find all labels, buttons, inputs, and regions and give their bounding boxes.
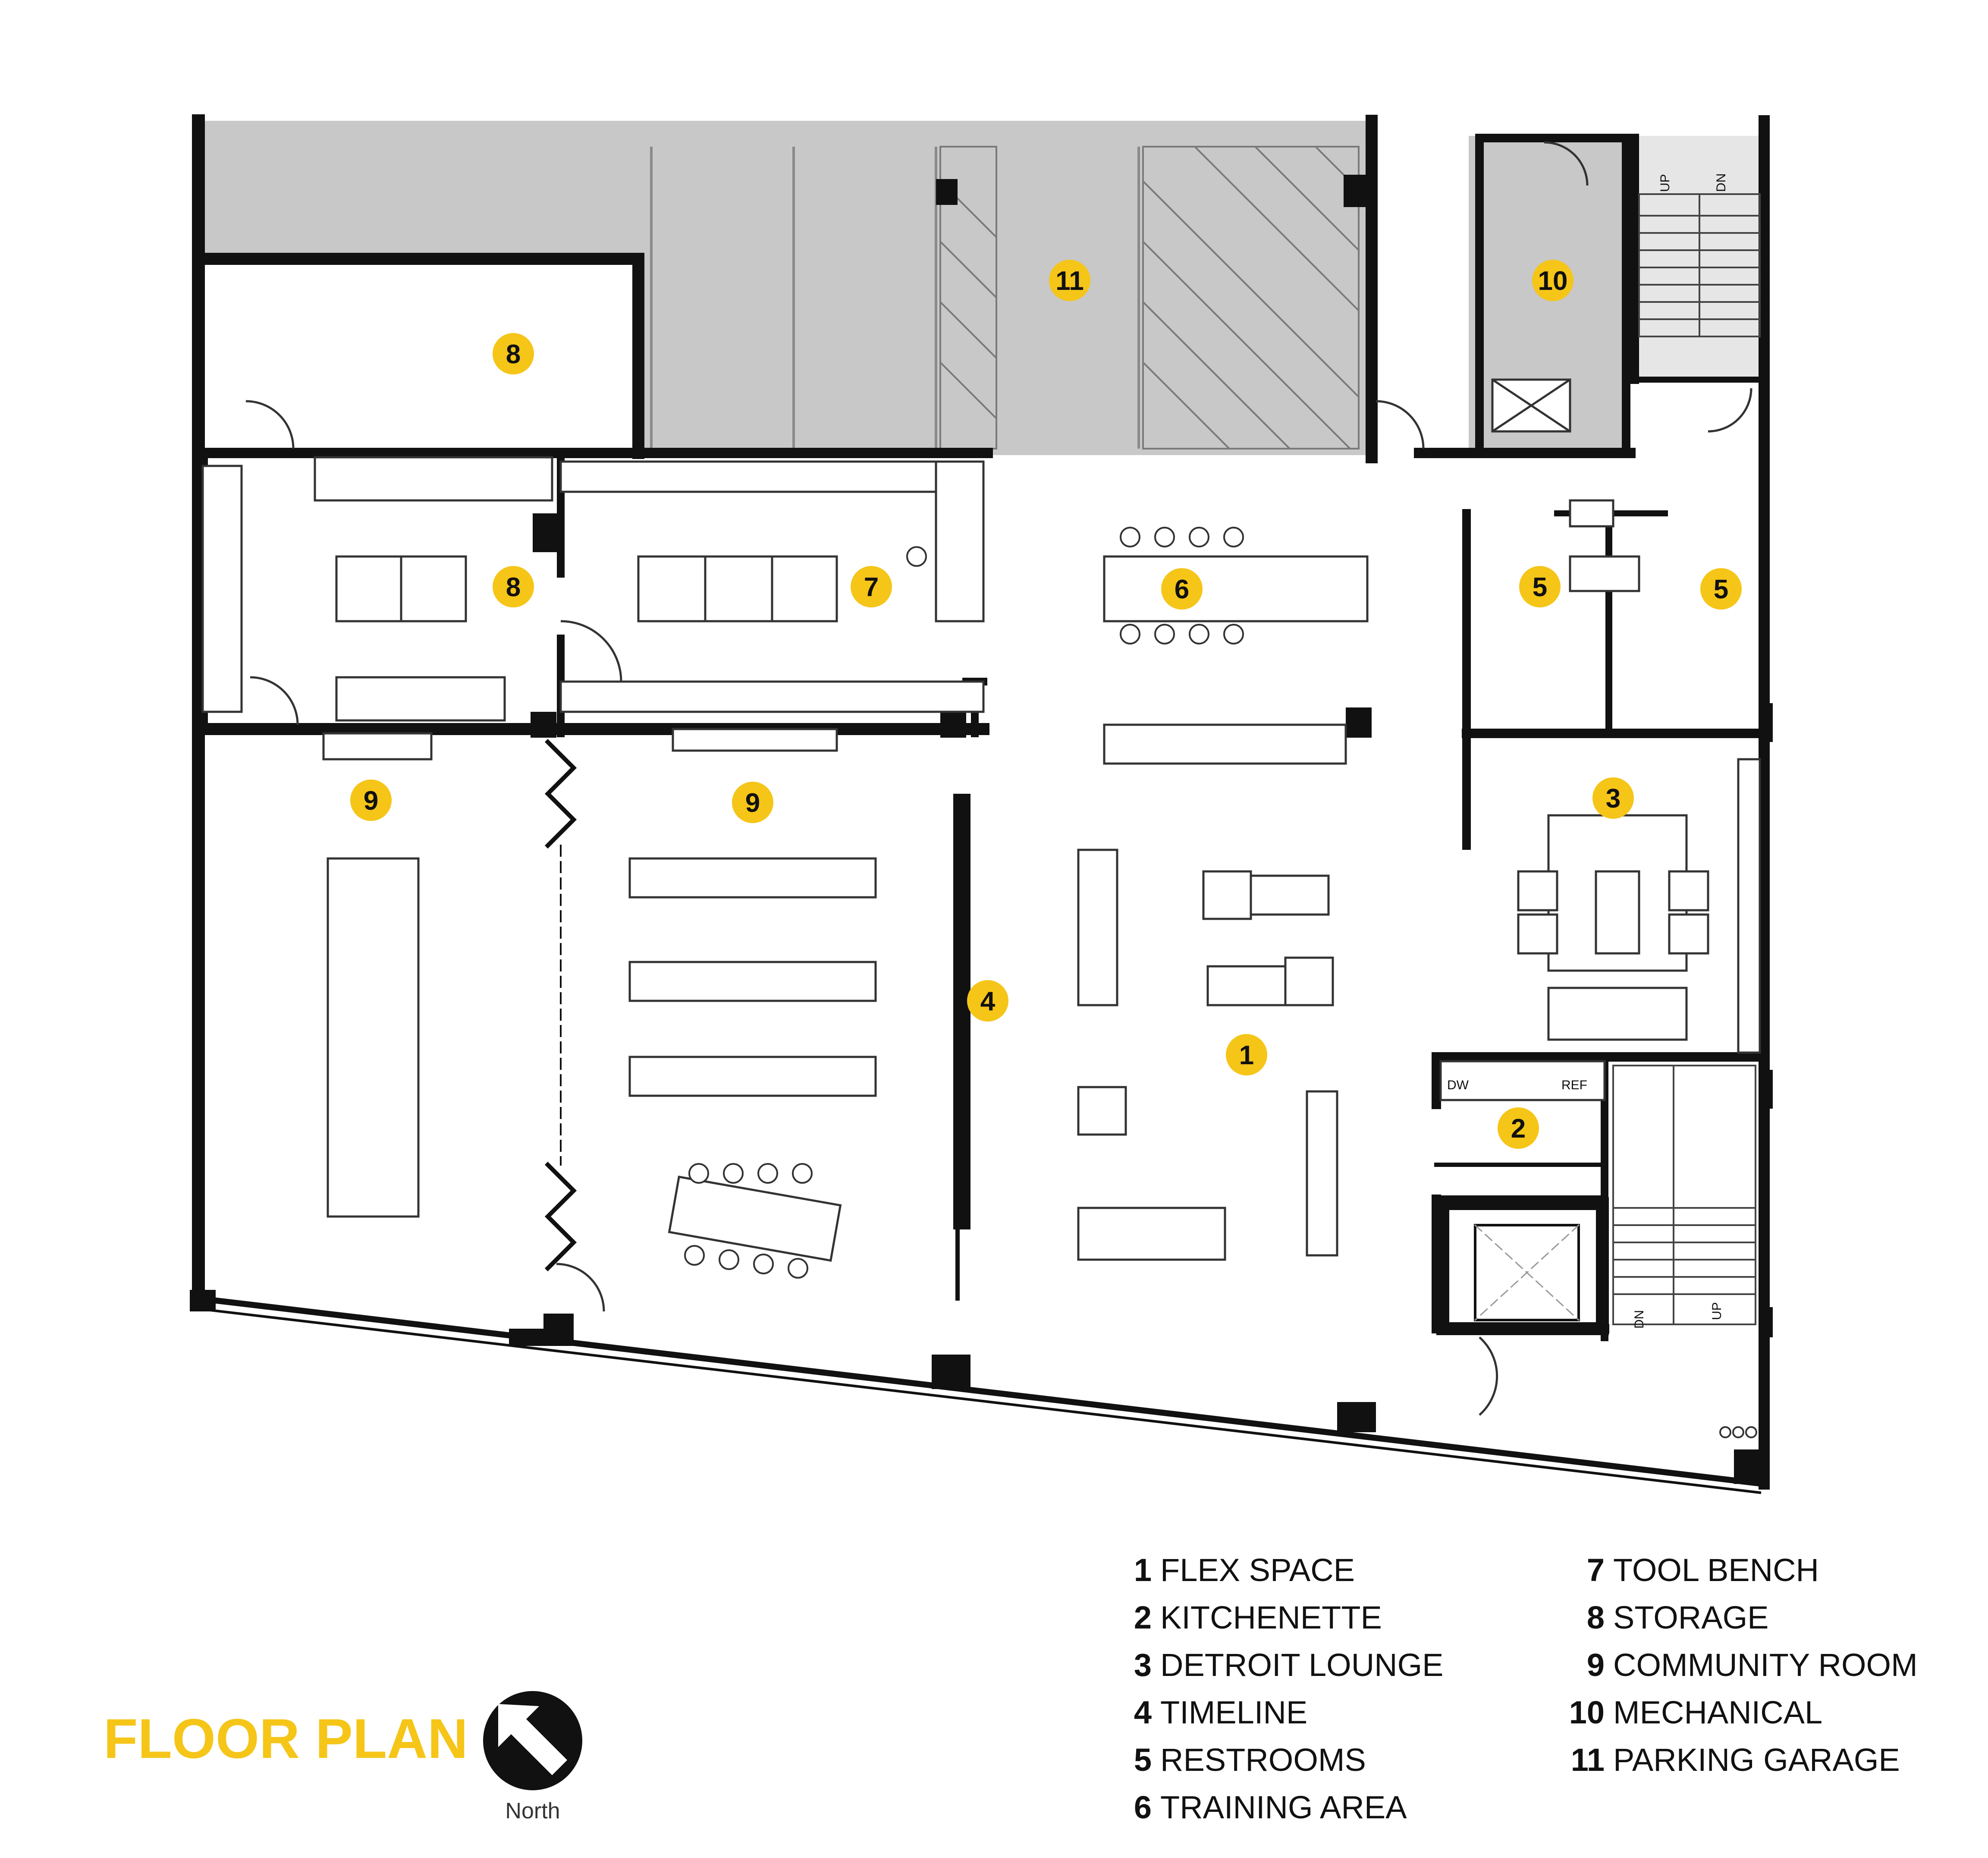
room-marker-5-left: 5 (1519, 566, 1561, 607)
stair-dn-label-lower: DN (1632, 1310, 1646, 1329)
svg-text:10: 10 (1538, 266, 1568, 296)
stair-up-label: UP (1658, 174, 1672, 192)
svg-text:9: 9 (745, 788, 760, 818)
svg-text:7: 7 (1587, 1552, 1605, 1588)
room-marker-9-right: 9 (732, 782, 773, 823)
svg-text:8: 8 (506, 340, 521, 369)
svg-text:TIMELINE: TIMELINE (1160, 1695, 1307, 1730)
room-marker-8: 8 (493, 566, 534, 607)
svg-text:2: 2 (1511, 1114, 1526, 1144)
svg-text:8: 8 (1587, 1600, 1605, 1635)
svg-text:6: 6 (1134, 1789, 1152, 1825)
annotations: UP DN DN UP DW REF (1447, 173, 1728, 1329)
svg-text:9: 9 (364, 786, 378, 816)
columns (190, 175, 1773, 1484)
doors (245, 141, 1752, 1416)
room-marker-4: 4 (967, 980, 1008, 1022)
stair-up-label-lower: UP (1710, 1302, 1724, 1320)
svg-text:10: 10 (1569, 1695, 1605, 1730)
svg-text:FLEX SPACE: FLEX SPACE (1160, 1552, 1355, 1588)
stair-dn-label: DN (1714, 173, 1728, 192)
svg-text:8: 8 (506, 572, 521, 602)
room-marker-8-top: 8 (493, 333, 534, 374)
furniture (201, 378, 1761, 1262)
svg-text:9: 9 (1587, 1647, 1605, 1683)
room-marker-2: 2 (1498, 1107, 1539, 1149)
svg-text:4: 4 (1134, 1695, 1152, 1730)
dishwasher-label: DW (1447, 1078, 1469, 1092)
svg-text:4: 4 (980, 987, 996, 1016)
svg-text:2: 2 (1134, 1600, 1152, 1635)
room-marker-5-right: 5 (1700, 568, 1742, 610)
svg-text:TRAINING AREA: TRAINING AREA (1160, 1789, 1407, 1825)
svg-text:DETROIT LOUNGE: DETROIT LOUNGE (1160, 1647, 1444, 1683)
svg-text:KITCHENETTE: KITCHENETTE (1160, 1600, 1382, 1635)
stairs (1612, 193, 1761, 1325)
svg-text:3: 3 (1134, 1647, 1152, 1683)
refrigerator-label: REF (1561, 1078, 1587, 1092)
svg-text:TOOL BENCH: TOOL BENCH (1613, 1552, 1819, 1588)
svg-text:PARKING GARAGE: PARKING GARAGE (1613, 1742, 1900, 1778)
svg-text:7: 7 (864, 572, 879, 602)
svg-text:COMMUNITY ROOM: COMMUNITY ROOM (1613, 1647, 1918, 1683)
room-marker-11: 11 (1049, 260, 1090, 301)
svg-text:11: 11 (1571, 1742, 1605, 1778)
north-arrow-icon (483, 1691, 582, 1790)
room-marker-1: 1 (1226, 1034, 1267, 1075)
room-marker-7: 7 (851, 566, 892, 607)
room-marker-10: 10 (1532, 260, 1573, 301)
svg-text:MECHANICAL: MECHANICAL (1613, 1695, 1822, 1730)
north-label: North (505, 1798, 560, 1823)
chairs (684, 527, 1757, 1438)
room-marker-6: 6 (1161, 568, 1203, 610)
room-marker-3: 3 (1592, 777, 1634, 819)
room-marker-9-left: 9 (350, 780, 392, 821)
svg-text:5: 5 (1714, 575, 1728, 604)
svg-text:11: 11 (1055, 266, 1084, 296)
page-title: FLOOR PLAN (104, 1707, 468, 1770)
svg-text:RESTROOMS: RESTROOMS (1160, 1742, 1366, 1778)
svg-text:6: 6 (1175, 575, 1189, 604)
svg-text:1: 1 (1239, 1041, 1254, 1070)
svg-text:1: 1 (1134, 1552, 1152, 1588)
svg-text:5: 5 (1134, 1742, 1152, 1778)
svg-text:3: 3 (1606, 784, 1621, 814)
svg-text:STORAGE: STORAGE (1613, 1600, 1769, 1635)
room-markers: 11 10 8 8 7 6 5 5 3 9 9 4 1 2 (350, 260, 1742, 1149)
svg-text:5: 5 (1533, 572, 1547, 602)
